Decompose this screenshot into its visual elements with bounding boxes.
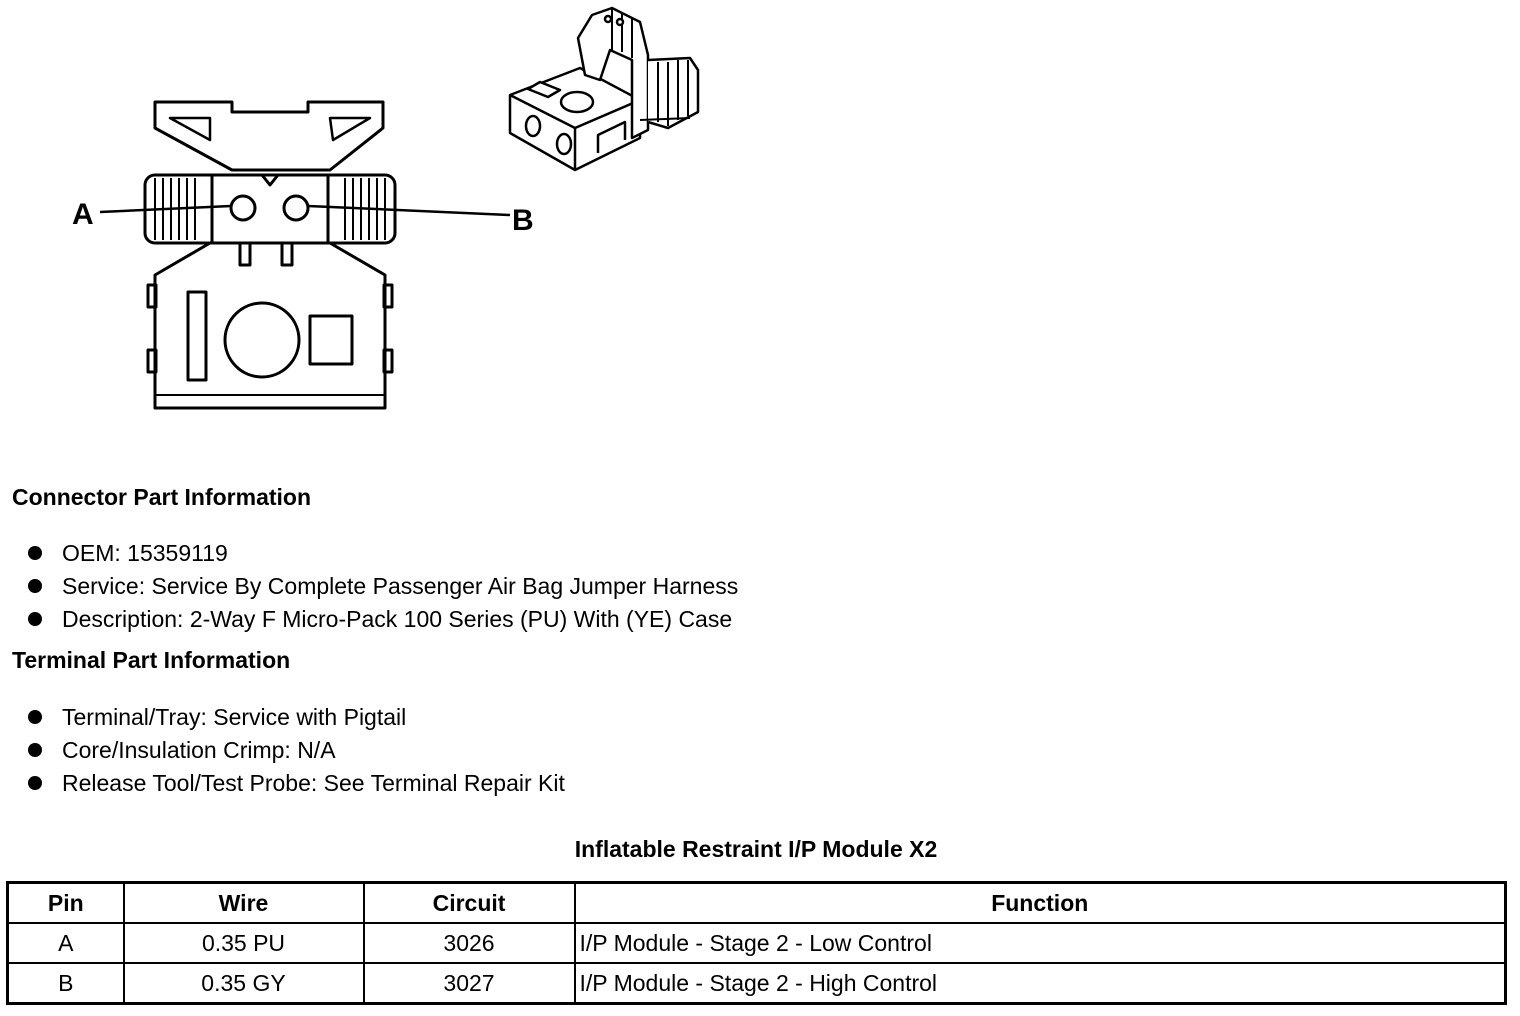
cell-circuit: 3027 — [362, 962, 576, 1005]
bullet-icon — [28, 743, 42, 757]
connector-part-title: Connector Part Information — [12, 484, 312, 510]
column-header-function: Function — [573, 881, 1507, 924]
cell-function: I/P Module - Stage 2 - Low Control — [573, 922, 1507, 964]
table-row: B 0.35 GY 3027 I/P Module - Stage 2 - Hi… — [6, 962, 1507, 1005]
list-item: Core/Insulation Crimp: N/A — [28, 735, 565, 768]
connector-isometric-view — [508, 6, 700, 172]
list-item: OEM: 15359119 — [28, 538, 738, 571]
terminal-part-list: Terminal/Tray: Service with Pigtail Core… — [28, 702, 565, 801]
pin-table-title: Inflatable Restraint I/P Module X2 — [574, 836, 938, 862]
cell-function: I/P Module - Stage 2 - High Control — [573, 962, 1507, 1005]
list-item: Release Tool/Test Probe: See Terminal Re… — [28, 768, 565, 801]
terminal-part-title: Terminal Part Information — [12, 647, 291, 673]
table-row: A 0.35 PU 3026 I/P Module - Stage 2 - Lo… — [6, 922, 1507, 964]
pin-table: Pin Wire Circuit Function A 0.35 PU 3026… — [6, 881, 1507, 1005]
bullet-icon — [28, 612, 42, 626]
pin-a-label: A — [72, 198, 94, 231]
list-item: Terminal/Tray: Service with Pigtail — [28, 702, 565, 735]
cell-wire: 0.35 GY — [122, 962, 365, 1005]
pin-b-label: B — [512, 204, 534, 237]
cell-pin: A — [6, 922, 125, 964]
cell-wire: 0.35 PU — [122, 922, 365, 964]
cell-pin: B — [6, 962, 125, 1005]
connector-part-list: OEM: 15359119 Service: Service By Comple… — [28, 538, 738, 637]
column-header-wire: Wire — [122, 881, 365, 924]
bullet-icon — [28, 546, 42, 560]
table-header-row: Pin Wire Circuit Function — [6, 881, 1507, 924]
connector-diagram: A B — [72, 6, 700, 410]
bullet-icon — [28, 710, 42, 724]
column-header-circuit: Circuit — [362, 881, 576, 924]
bullet-icon — [28, 579, 42, 593]
column-header-pin: Pin — [6, 881, 125, 924]
cell-circuit: 3026 — [362, 922, 576, 964]
list-item: Service: Service By Complete Passenger A… — [28, 571, 738, 604]
bullet-icon — [28, 776, 42, 790]
list-item: Description: 2-Way F Micro-Pack 100 Seri… — [28, 604, 738, 637]
